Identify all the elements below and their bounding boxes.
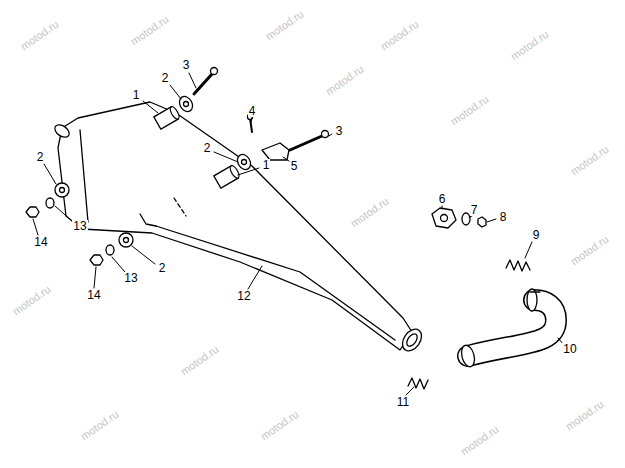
leader-lines — [143, 101, 158, 113]
watermark: motod.ru — [264, 8, 306, 42]
watermark: motod.ru — [564, 398, 606, 432]
nut — [478, 217, 486, 227]
leader-lines — [442, 206, 443, 209]
callout-number: 12 — [236, 290, 251, 302]
washer — [106, 245, 114, 255]
leader-lines — [248, 266, 262, 289]
callout-number: 6 — [438, 193, 447, 205]
leader-lines — [44, 164, 56, 184]
leader-lines — [170, 85, 181, 99]
exhaust-pipe — [468, 300, 556, 356]
watermark: motod.ru — [449, 93, 491, 127]
watermark: motod.ru — [11, 283, 53, 317]
callout-number: 8 — [499, 211, 508, 223]
exhaust-pipe — [530, 291, 540, 292]
washer-hole — [124, 238, 129, 243]
leader-lines — [406, 387, 414, 395]
muffler — [53, 102, 426, 354]
leader-lines — [33, 219, 38, 235]
leader-lines — [55, 206, 72, 221]
watermark: motod.ru — [509, 28, 551, 62]
muffler — [80, 130, 88, 222]
washer — [46, 198, 54, 208]
callout-number: 5 — [290, 160, 299, 172]
callout-number: 4 — [248, 105, 257, 117]
nut — [90, 255, 103, 265]
watermark: motod.ru — [569, 143, 611, 177]
watermark: motod.ru — [19, 18, 61, 52]
spring — [408, 378, 428, 389]
callout-number: 11 — [396, 396, 410, 408]
leader-lines — [487, 219, 496, 222]
leader-lines — [214, 152, 238, 162]
callout-number: 9 — [532, 229, 541, 241]
leader-lines — [238, 168, 259, 175]
callout-number: 13 — [72, 220, 87, 232]
flange-hole — [441, 215, 448, 222]
washer — [119, 233, 133, 247]
callout-number: 14 — [86, 289, 101, 301]
callout-number: 3 — [182, 59, 191, 71]
muffler — [58, 102, 412, 350]
watermark: motod.ru — [324, 63, 366, 97]
exhaust-illustration — [26, 68, 563, 396]
callout-number: 13 — [123, 272, 138, 284]
exhaust-pipe — [468, 300, 556, 356]
leader-lines — [189, 73, 196, 88]
bracket — [262, 143, 289, 160]
watermark: motod.ru — [569, 233, 611, 267]
callout-number: 2 — [36, 151, 45, 163]
spring — [506, 260, 530, 271]
washer-hole — [184, 102, 189, 107]
muffler — [53, 122, 72, 139]
leader-lines — [112, 257, 125, 272]
leader-lines — [327, 134, 332, 137]
callout-number: 10 — [562, 343, 577, 355]
leader-lines — [251, 118, 252, 122]
leader-lines — [469, 216, 472, 217]
muffler — [140, 214, 156, 226]
washer-hole — [60, 188, 65, 193]
leader-lines — [525, 242, 532, 258]
callout-number: 1 — [132, 89, 141, 101]
bolt — [290, 136, 322, 150]
leader-lines — [132, 246, 155, 264]
nut — [26, 207, 39, 217]
exhaust-pipe — [459, 289, 556, 368]
flange — [432, 208, 456, 228]
bushing — [169, 105, 181, 120]
muffler — [174, 198, 186, 216]
washer — [55, 183, 69, 197]
callout-number: 14 — [33, 236, 48, 248]
callout-number: 7 — [470, 204, 479, 216]
watermark: motod.ru — [129, 13, 171, 47]
muffler — [399, 326, 426, 355]
leader-lines — [283, 157, 289, 161]
watermark: motod.ru — [459, 423, 501, 457]
callout-number: 1 — [262, 159, 271, 171]
callout-number: 2 — [203, 142, 212, 154]
muffler — [405, 332, 420, 348]
watermark: motod.ru — [259, 408, 301, 442]
callout-number: 3 — [335, 125, 344, 137]
watermark: motod.ru — [179, 343, 221, 377]
bolt-head — [211, 68, 218, 75]
callout-number: 2 — [158, 262, 167, 274]
bushing — [229, 164, 241, 179]
washer-hole — [242, 160, 247, 165]
watermark: motod.ru — [349, 195, 391, 229]
bushing — [154, 105, 181, 129]
bolt — [194, 74, 212, 94]
bushing — [214, 164, 241, 188]
watermark: motod.ru — [79, 408, 121, 442]
leader-lines — [33, 73, 563, 395]
exhaust-pipe — [459, 344, 476, 368]
watermark: motod.ru — [379, 18, 421, 52]
muffler — [156, 226, 395, 340]
leader-lines — [94, 267, 96, 288]
callout-number: 2 — [161, 72, 170, 84]
